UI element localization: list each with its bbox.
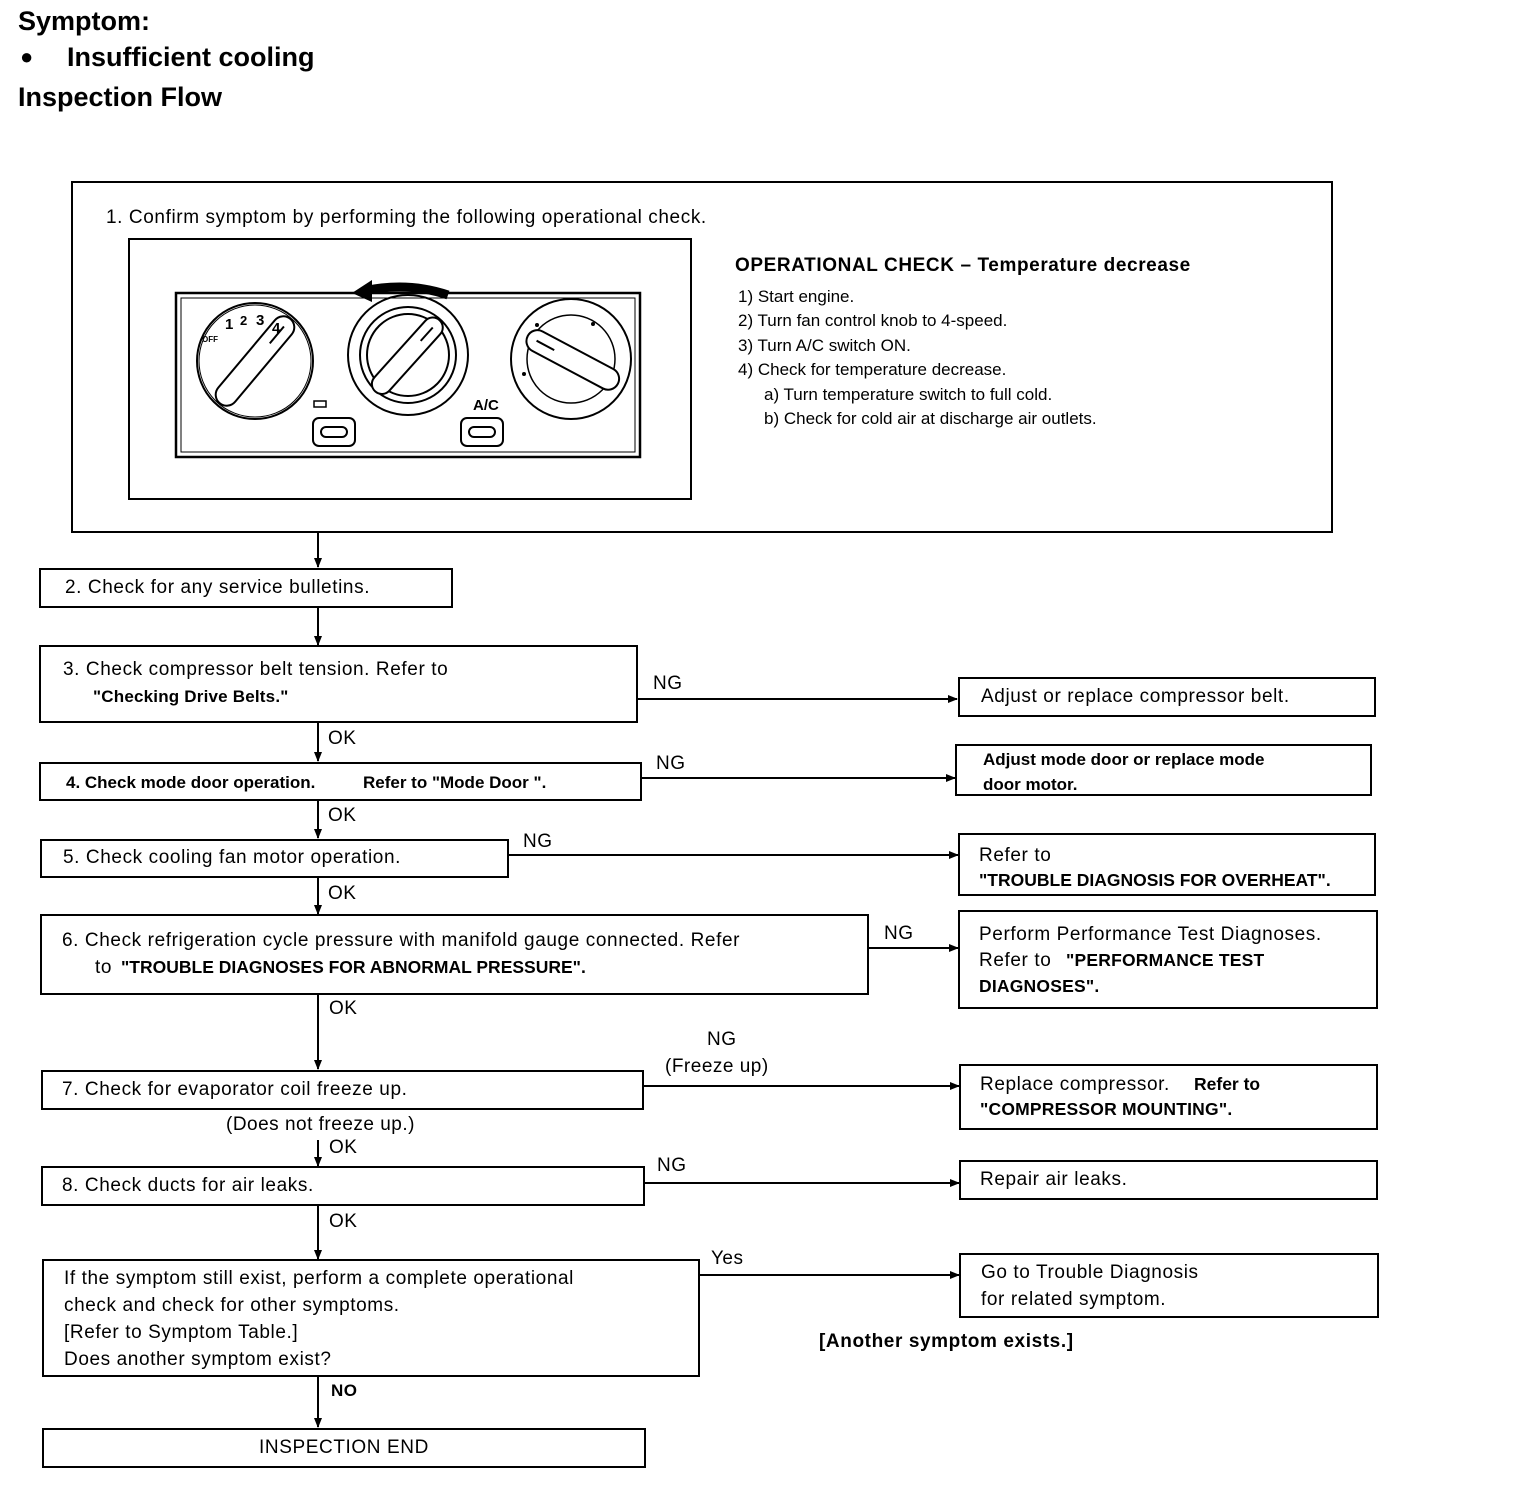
mode-knob bbox=[510, 298, 632, 420]
fan-speed-3-label: 3 bbox=[256, 312, 264, 329]
ac-control-panel: OFF 1 2 3 4 A/C bbox=[174, 280, 642, 459]
step3-text-line2: "Checking Drive Belts." bbox=[93, 687, 289, 706]
ng-label-6: NG bbox=[884, 923, 914, 944]
step2-box bbox=[39, 568, 453, 608]
inspection-end-text: INSPECTION END bbox=[259, 1437, 429, 1458]
result6-text-line2b: "PERFORMANCE TEST bbox=[1066, 950, 1265, 970]
ok-label-8: OK bbox=[329, 1211, 358, 1232]
step9-text-line4: Does another symptom exist? bbox=[64, 1349, 332, 1370]
step8-text: 8. Check ducts for air leaks. bbox=[62, 1175, 314, 1196]
result4-text-line2: door motor. bbox=[983, 775, 1078, 794]
result6-text-line1: Perform Performance Test Diagnoses. bbox=[979, 924, 1322, 945]
no-label-9: NO bbox=[331, 1381, 358, 1400]
ng-label-7: NG bbox=[707, 1029, 737, 1050]
ok-label-7: OK bbox=[329, 1137, 358, 1158]
ng-label-5: NG bbox=[523, 831, 553, 852]
inspection-flow-title: Inspection Flow bbox=[18, 82, 223, 112]
result7-box bbox=[959, 1064, 1378, 1130]
temperature-knob bbox=[347, 294, 469, 416]
another-symptom-note: [Another symptom exists.] bbox=[819, 1331, 1074, 1352]
result6-box bbox=[958, 910, 1378, 1009]
ng-label-8: NG bbox=[657, 1155, 687, 1176]
ng-label-4: NG bbox=[656, 753, 686, 774]
step2-text: 2. Check for any service bulletins. bbox=[65, 577, 371, 598]
yes-label-9: Yes bbox=[711, 1248, 744, 1269]
step6-text-line1: 6. Check refrigeration cycle pressure wi… bbox=[62, 930, 741, 951]
step9-text-line2: check and check for other symptoms. bbox=[64, 1295, 400, 1316]
result7-text-line1b: Refer to bbox=[1194, 1074, 1261, 1094]
step9-text-line3: [Refer to Symptom Table.] bbox=[64, 1322, 299, 1343]
fan-speed-off-label: OFF bbox=[202, 335, 218, 344]
step7-box bbox=[41, 1070, 644, 1110]
result8-box bbox=[959, 1160, 1378, 1200]
op-check-item-4: 4) Check for temperature decrease. bbox=[738, 360, 1007, 379]
step9-box bbox=[42, 1259, 700, 1377]
op-check-item-3: 3) Turn A/C switch ON. bbox=[738, 336, 911, 355]
op-check-item-1: 1) Start engine. bbox=[738, 287, 855, 306]
op-check-item-4a: a) Turn temperature switch to full cold. bbox=[764, 385, 1053, 404]
result4-box bbox=[955, 744, 1372, 796]
step6-box bbox=[40, 914, 869, 995]
step3-box bbox=[39, 645, 638, 723]
step7-text: 7. Check for evaporator coil freeze up. bbox=[62, 1079, 408, 1100]
step1-text: 1. Confirm symptom by performing the fol… bbox=[106, 207, 707, 228]
step5-text: 5. Check cooling fan motor operation. bbox=[63, 847, 401, 868]
step8-box bbox=[41, 1166, 645, 1206]
operational-check-title: OPERATIONAL CHECK – Temperature decrease bbox=[735, 255, 1191, 276]
result6-text-line2a: Refer to bbox=[979, 950, 1052, 971]
step4-box bbox=[39, 762, 642, 801]
step6-text-line2b: "TROUBLE DIAGNOSES FOR ABNORMAL PRESSURE… bbox=[121, 957, 586, 977]
ok-label-3: OK bbox=[328, 728, 357, 749]
result5-text-line2: "TROUBLE DIAGNOSIS FOR OVERHEAT". bbox=[979, 870, 1331, 890]
no-freeze-label: (Does not freeze up.) bbox=[226, 1114, 415, 1135]
result5-text-line1: Refer to bbox=[979, 845, 1052, 866]
result9-box bbox=[959, 1253, 1379, 1318]
ok-label-4: OK bbox=[328, 805, 357, 826]
op-check-item-2: 2) Turn fan control knob to 4-speed. bbox=[738, 311, 1008, 330]
result3-box bbox=[958, 677, 1376, 717]
op-check-item-4b: b) Check for cold air at discharge air o… bbox=[764, 409, 1097, 428]
result4-text-line1: Adjust mode door or replace mode bbox=[983, 750, 1265, 769]
step4-text-b: Refer to "Mode Door ". bbox=[363, 773, 547, 792]
step4-text-a: 4. Check mode door operation. bbox=[66, 773, 316, 792]
step3-text-line1: 3. Check compressor belt tension. Refer … bbox=[63, 659, 449, 680]
result7-text-line1a: Replace compressor. bbox=[980, 1074, 1170, 1095]
result3-text: Adjust or replace compressor belt. bbox=[981, 686, 1290, 707]
ng-label-3: NG bbox=[653, 673, 683, 694]
result9-text-line2: for related symptom. bbox=[981, 1289, 1167, 1310]
inspection-end-box bbox=[42, 1428, 646, 1468]
result8-text: Repair air leaks. bbox=[980, 1169, 1128, 1190]
freeze-up-label: (Freeze up) bbox=[665, 1056, 769, 1077]
ok-label-5: OK bbox=[328, 883, 357, 904]
result9-text-line1: Go to Trouble Diagnosis bbox=[981, 1262, 1199, 1283]
result5-box bbox=[958, 833, 1376, 896]
step6-text-line2a: to bbox=[95, 957, 113, 978]
symptom-heading: Symptom: bbox=[18, 6, 151, 36]
fan-speed-4-label: 4 bbox=[272, 320, 281, 337]
symptom-name: Insufficient cooling bbox=[67, 42, 315, 72]
result6-text-line3: DIAGNOSES". bbox=[979, 976, 1100, 996]
fan-speed-2-label: 2 bbox=[240, 313, 247, 328]
ac-label: A/C bbox=[473, 397, 499, 414]
fan-speed-knob bbox=[196, 302, 314, 420]
fan-speed-1-label: 1 bbox=[225, 316, 233, 333]
result7-text-line2: "COMPRESSOR MOUNTING". bbox=[980, 1099, 1233, 1119]
ok-label-6: OK bbox=[329, 998, 358, 1019]
step5-box bbox=[40, 839, 509, 878]
step9-text-line1: If the symptom still exist, perform a co… bbox=[64, 1268, 574, 1289]
bullet-icon: ● bbox=[20, 44, 34, 69]
counterclockwise-arrow-icon bbox=[352, 280, 450, 302]
